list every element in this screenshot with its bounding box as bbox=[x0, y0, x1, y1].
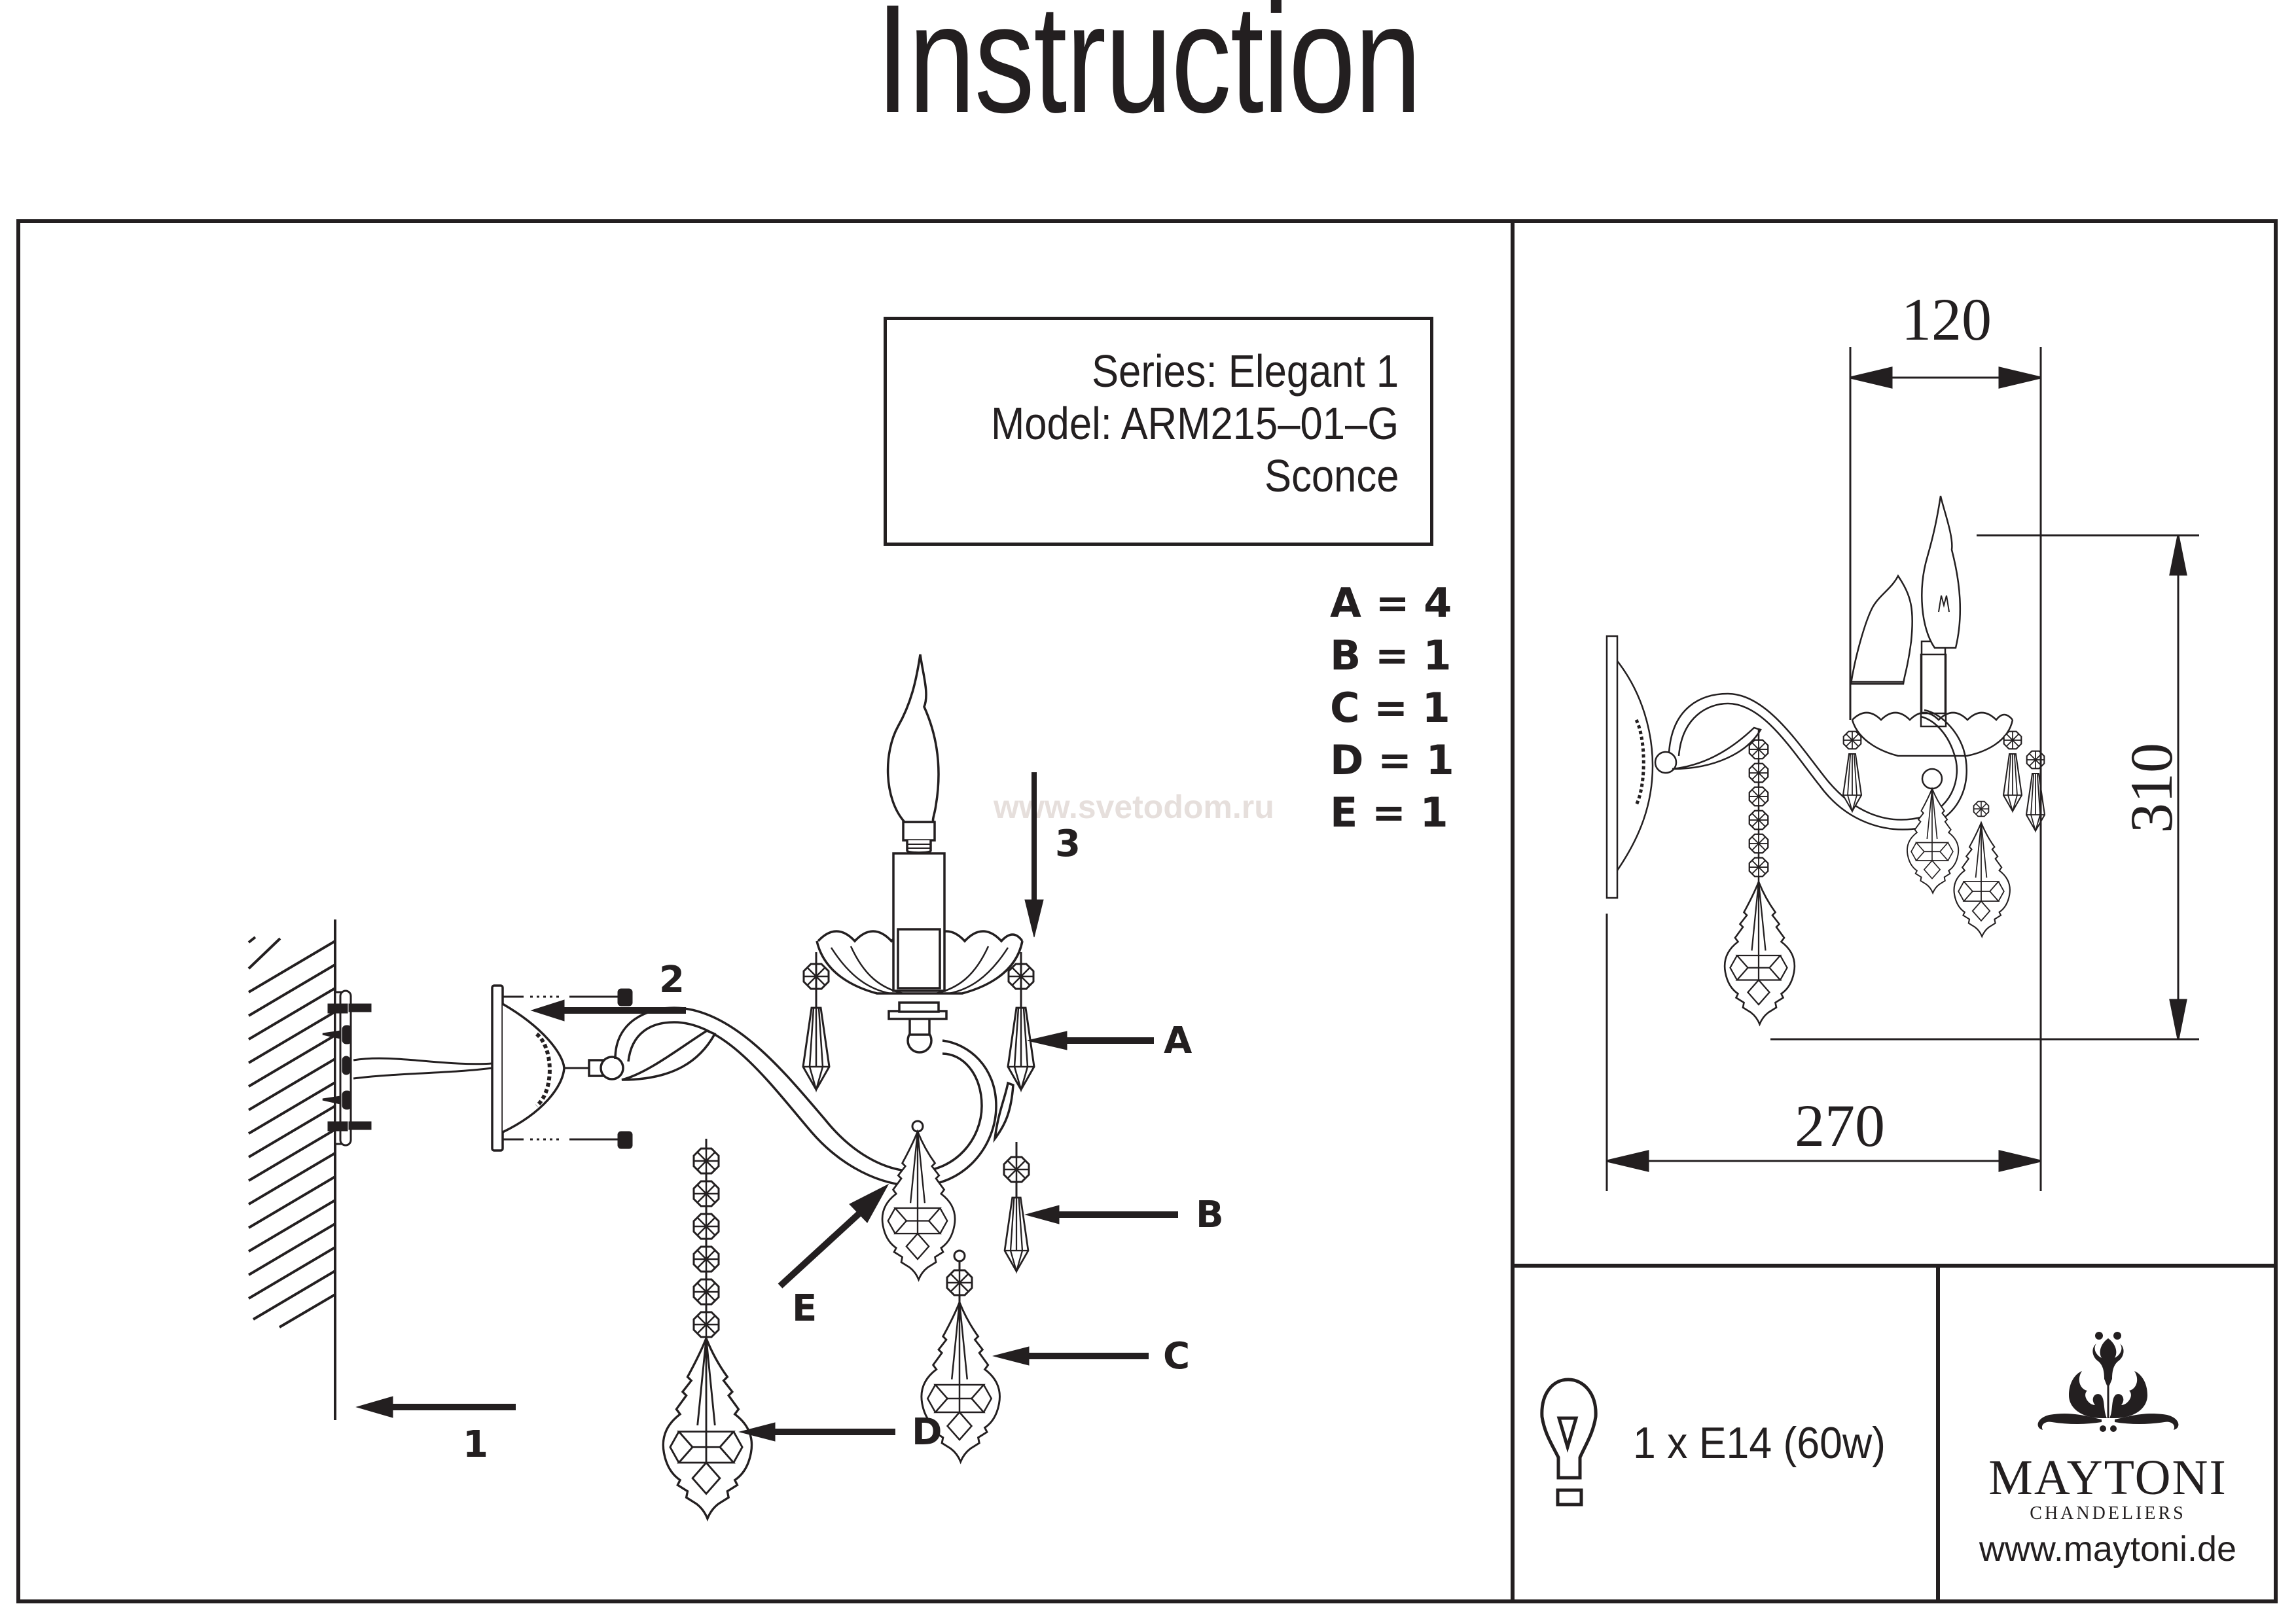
frame-divider-vertical bbox=[1511, 219, 1515, 1603]
callout-c-label: C bbox=[1163, 1335, 1191, 1378]
crystal-d bbox=[662, 1139, 753, 1520]
mounting-bracket bbox=[322, 990, 372, 1147]
screw-caps bbox=[503, 988, 633, 1149]
light-bulb-icon bbox=[1540, 1378, 1598, 1507]
dim-arrow-width-right bbox=[1998, 366, 2041, 389]
crystal-a-right bbox=[1007, 952, 1035, 1091]
type-label: Sconce bbox=[1264, 450, 1399, 501]
step-2-label: 2 bbox=[659, 959, 685, 1001]
product-info-box: Series: Elegant 1 Model: ARM215–01–G Sco… bbox=[884, 317, 1433, 546]
step-3-label: 3 bbox=[1055, 823, 1081, 865]
sconce-arm bbox=[588, 1007, 1014, 1187]
bulb-spec: 1 x E14 (60w) bbox=[1633, 1418, 1886, 1468]
brand-subtitle: CHANDELIERS bbox=[2030, 1503, 2186, 1524]
callout-d-label: D bbox=[912, 1411, 942, 1454]
crystal-e bbox=[881, 1120, 956, 1281]
dim-arrow-width-left bbox=[1850, 366, 1893, 389]
maytoni-ornament-logo bbox=[2037, 1332, 2179, 1432]
arrow-callout-e bbox=[849, 1183, 889, 1223]
frame-divider-footer bbox=[1936, 1264, 1940, 1603]
watermark: www.svetodom.ru bbox=[994, 789, 1274, 825]
dimension-bulb bbox=[1921, 495, 1962, 649]
crystal-b bbox=[1003, 1142, 1030, 1272]
callout-e-label: E bbox=[792, 1287, 817, 1330]
series-label: Series: Elegant 1 bbox=[1091, 346, 1399, 397]
frame-divider-horizontal bbox=[1511, 1264, 2278, 1268]
page-title-text: Instruction bbox=[875, 0, 1422, 145]
parts-list-item-b: B = 1 bbox=[1330, 632, 1452, 679]
dimension-lines bbox=[1605, 347, 2199, 1191]
crystal-a-left bbox=[802, 952, 831, 1091]
parts-list-item-a: A = 4 bbox=[1330, 579, 1452, 627]
arrow-callout-a bbox=[1027, 1031, 1067, 1050]
page-title: Instruction bbox=[0, 0, 2296, 136]
parts-list-item-d: D = 1 bbox=[1330, 736, 1454, 784]
callout-b-label: B bbox=[1196, 1194, 1224, 1236]
callout-a-label: A bbox=[1164, 1020, 1193, 1062]
dimension-crystals bbox=[1723, 730, 2046, 1026]
dim-arrow-depth-right bbox=[1998, 1150, 2041, 1172]
dimension-width-label: 120 bbox=[1901, 286, 1992, 353]
arrow-callout-d bbox=[738, 1422, 776, 1442]
dim-arrow-depth-left bbox=[1606, 1150, 1649, 1172]
step-arrows bbox=[355, 772, 1178, 1442]
arrow-step-1 bbox=[355, 1396, 393, 1418]
crystal-c bbox=[920, 1249, 1001, 1463]
candle-holder bbox=[816, 654, 1024, 1054]
parts-list-item-c: C = 1 bbox=[1330, 684, 1450, 732]
brand-url[interactable]: www.maytoni.de bbox=[1979, 1529, 2237, 1569]
wires bbox=[353, 1057, 493, 1080]
step-1-label: 1 bbox=[463, 1423, 488, 1466]
arrow-step-2 bbox=[530, 999, 565, 1022]
arrow-callout-c bbox=[992, 1346, 1030, 1366]
dimension-height-label: 310 bbox=[2118, 743, 2185, 833]
arrow-callout-b bbox=[1024, 1205, 1060, 1224]
model-label: Model: ARM215–01–G bbox=[990, 398, 1399, 449]
dimension-depth-label: 270 bbox=[1795, 1092, 1885, 1159]
wall-hatching bbox=[247, 919, 336, 1420]
arrow-step-3 bbox=[1024, 899, 1044, 938]
parts-list-item-e: E = 1 bbox=[1330, 789, 1448, 836]
canopy-backplate bbox=[491, 984, 565, 1152]
drawing-frame bbox=[16, 219, 2278, 1603]
brand-name: MAYTONI bbox=[1988, 1450, 2227, 1505]
dim-arrow-height-bottom bbox=[2169, 999, 2187, 1040]
dim-arrow-height-top bbox=[2169, 535, 2187, 576]
dimension-drawing bbox=[1605, 574, 2014, 899]
